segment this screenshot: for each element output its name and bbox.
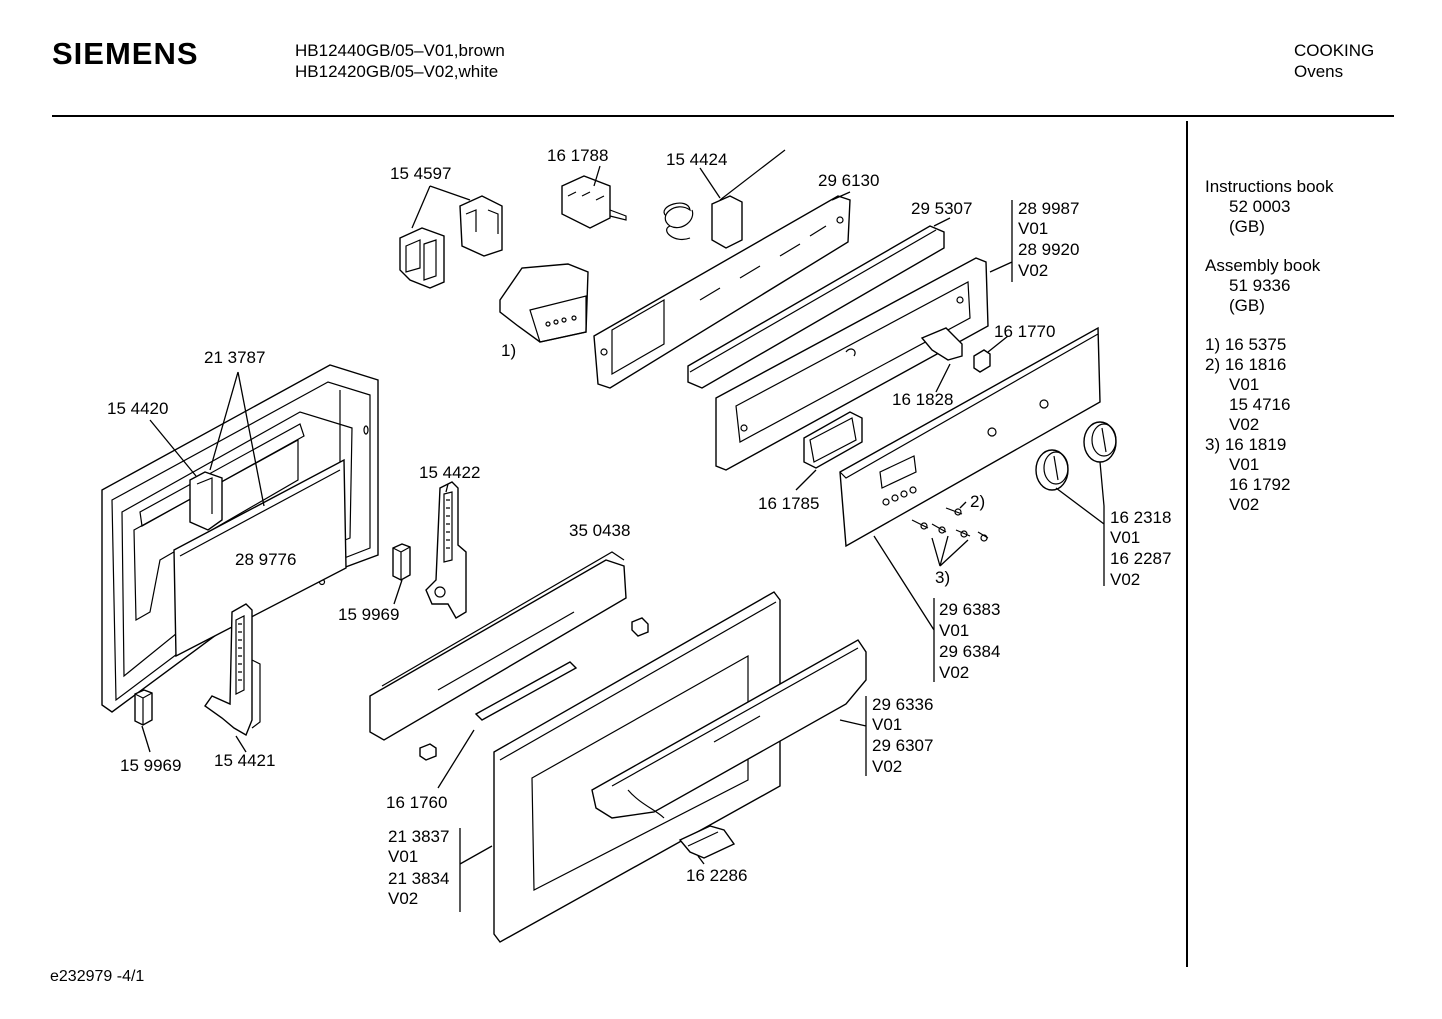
label-162318: 16 2318 [1110,508,1171,527]
assembly-book-label: Assembly book [1205,256,1321,275]
label-213834: 21 3834 [388,869,449,888]
fascia-frame-part [715,257,989,471]
label-296336: 29 6336 [872,695,933,714]
label-v01-e: V01 [388,847,418,866]
label-v01-a: V01 [1018,219,1048,238]
label-161788: 16 1788 [547,146,608,165]
label-295307: 29 5307 [911,199,972,218]
label-note-2: 2) [970,492,985,511]
sidebar-notes: Instructions book 52 0003 (GB) Assembly … [1205,177,1334,515]
note-2-v01: V01 [1229,375,1260,394]
model-numbers: HB12440GB/05–V01,brown HB12420GB/05–V02,… [295,40,505,82]
trim-strip-part [687,225,945,389]
seal-strip-part [474,661,578,721]
hinge-left-part [204,603,261,737]
header-divider [52,115,1394,117]
label-289920: 28 9920 [1018,240,1079,259]
label-350438: 35 0438 [569,521,630,540]
label-161828: 16 1828 [892,390,953,409]
clip-part [189,471,223,531]
channel-part [369,551,627,741]
instructions-book-label: Instructions book [1205,177,1334,196]
category: COOKING [1294,41,1375,60]
hinge-right-part [425,481,467,619]
instructions-book-lang: (GB) [1229,217,1265,236]
glass-plate-part [173,458,347,658]
assembly-book-number: 51 9336 [1229,276,1291,295]
label-296383: 29 6383 [939,600,1000,619]
label-v02-c: V02 [939,663,969,682]
label-v01-d: V01 [872,715,902,734]
label-154420: 15 4420 [107,399,168,418]
model-line-1: HB12440GB/05–V01,brown [295,41,505,60]
control-panel-part [839,326,1101,548]
window-gasket-part [803,411,863,469]
note-3: 3) 16 1819 [1205,435,1287,454]
control-module-part [499,263,589,343]
bracket-part-left [399,227,445,289]
label-154424: 15 4424 [666,150,727,169]
label-296307: 29 6307 [872,736,933,755]
drawing-code: e232979 -4/1 [50,968,145,985]
bracket-part-right [459,195,503,257]
instructions-book-number: 52 0003 [1229,197,1291,216]
label-296384: 29 6384 [939,642,1000,661]
label-v02-d: V02 [872,757,902,776]
assembly-book-lang: (GB) [1229,296,1265,315]
subcategory: Ovens [1294,62,1344,81]
label-154421: 15 4421 [214,751,275,770]
label-154422: 15 4422 [419,463,480,482]
bumper-part [631,617,649,637]
leader-lines [141,165,1105,912]
control-knob-part-right [1083,421,1117,463]
door-clip-part [678,825,736,859]
label-v01-b: V01 [1110,528,1140,547]
mounting-plate-part [593,195,851,389]
sidebar-divider [1186,121,1188,967]
label-161785: 16 1785 [758,494,819,513]
selector-switch-part [561,175,627,229]
label-213837: 21 3837 [388,827,449,846]
label-296130: 29 6130 [818,171,879,190]
label-159969-b: 15 9969 [120,756,181,775]
label-154597: 15 4597 [390,164,451,183]
small-switch-part [920,327,963,361]
model-line-2: HB12420GB/05–V02,white [295,62,499,81]
label-v02-e: V02 [388,889,418,908]
label-161770: 16 1770 [994,322,1055,341]
note-3-alt: 16 1792 [1229,475,1291,494]
label-289987: 28 9987 [1018,199,1079,218]
label-v02-a: V02 [1018,261,1048,280]
label-162286: 16 2286 [686,866,747,885]
label-v01-c: V01 [939,621,969,640]
handle-part [591,639,867,819]
label-159969-a: 15 9969 [338,605,399,624]
label-note-1: 1) [501,341,516,360]
label-162287: 16 2287 [1110,549,1171,568]
category-block: COOKING Ovens [1294,40,1374,82]
label-v02-b: V02 [1110,570,1140,589]
note-3-v02: V02 [1229,495,1260,514]
note-2-alt: 15 4716 [1229,395,1291,414]
note-2: 2) 16 1816 [1205,355,1287,374]
note-3-v01: V01 [1229,455,1260,474]
screws-part [911,507,989,542]
thermostat-part [663,149,786,249]
bumper-part-2 [419,743,437,761]
lamp-holder-part [973,349,991,373]
note-1: 1) 16 5375 [1205,335,1287,354]
control-knob-part-left [1035,449,1069,491]
block-part-upper [392,543,411,581]
label-213787: 21 3787 [204,348,265,367]
block-part-lower [134,689,153,726]
label-note-3: 3) [935,568,950,587]
brand-logo: SIEMENS [52,36,199,71]
exploded-parts-diagram: 15 4597 16 1788 15 4424 29 6130 29 5307 … [101,146,1171,943]
note-2-v02: V02 [1229,415,1260,434]
label-289776: 28 9776 [235,550,296,569]
label-161760: 16 1760 [386,793,447,812]
